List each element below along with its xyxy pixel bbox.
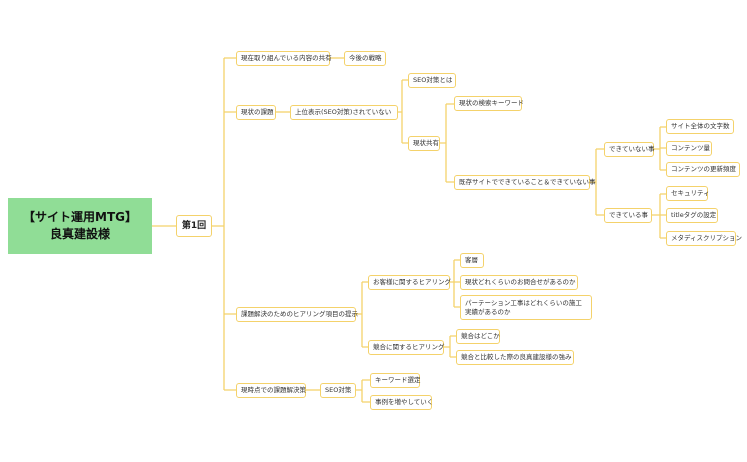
node-security[interactable]: セキュリティ [666,186,710,201]
node-partition-record[interactable]: パーテーション工事はどれくらいの施工実績があるのか [460,295,592,320]
node-meta-desc[interactable]: メタディスクリプション [666,231,742,246]
node-not-ranking[interactable]: 上位表示(SEO対策)されていない [290,105,398,120]
node-seo-measures[interactable]: SEO対策 [320,383,356,398]
node-inquiry-count[interactable]: 現状どれくらいのお問合せがあるのか [460,275,578,290]
node-can[interactable]: できている事 [604,208,652,223]
node-seo-what[interactable]: SEO対策とは [408,73,456,88]
root-client: 良真建設様 [49,227,110,241]
node-keyword-select[interactable]: キーワード選定 [370,373,421,388]
node-issues[interactable]: 現状の課題 [236,105,276,120]
node-competitor-hearing[interactable]: 競合に関するヒアリング [368,340,445,355]
node-strategy[interactable]: 今後の戦略 [344,51,386,66]
node-current-solution[interactable]: 現時点での課題解決策 [236,383,306,398]
node-keywords[interactable]: 現状の検索キーワード [454,96,524,111]
node-increase-cases[interactable]: 事例を増やしていく [370,395,433,410]
node-cannot[interactable]: できていない事 [604,142,655,157]
node-status-share[interactable]: 現状共有 [408,136,440,151]
root-title: 【サイト運用MTG】 [23,210,137,224]
node-can-cannot[interactable]: 既存サイトでできていること＆できていない事 [454,175,596,190]
root-node[interactable]: 【サイト運用MTG】 良真建設様 [8,198,152,254]
node-customer-base[interactable]: 客層 [460,253,484,268]
session-node[interactable]: 第1回 [176,215,212,237]
node-content-volume[interactable]: コンテンツ量 [666,141,712,156]
node-total-chars[interactable]: サイト全体の文字数 [666,119,734,134]
node-hearing-items[interactable]: 課題解決のためのヒアリング項目の提示 [236,307,358,322]
node-customer-hearing[interactable]: お客様に関するヒアリング [368,275,451,290]
node-competitor-who[interactable]: 競合はどこか [456,329,500,344]
node-title-tag[interactable]: titleタグの設定 [666,208,718,223]
session-label: 第1回 [181,220,207,231]
node-competitor-strength[interactable]: 競合と比較した際の良真建設様の強み [456,350,574,365]
node-share[interactable]: 現在取り組んでいる内容の共有 [236,51,332,66]
node-update-freq[interactable]: コンテンツの更新頻度 [666,162,740,177]
